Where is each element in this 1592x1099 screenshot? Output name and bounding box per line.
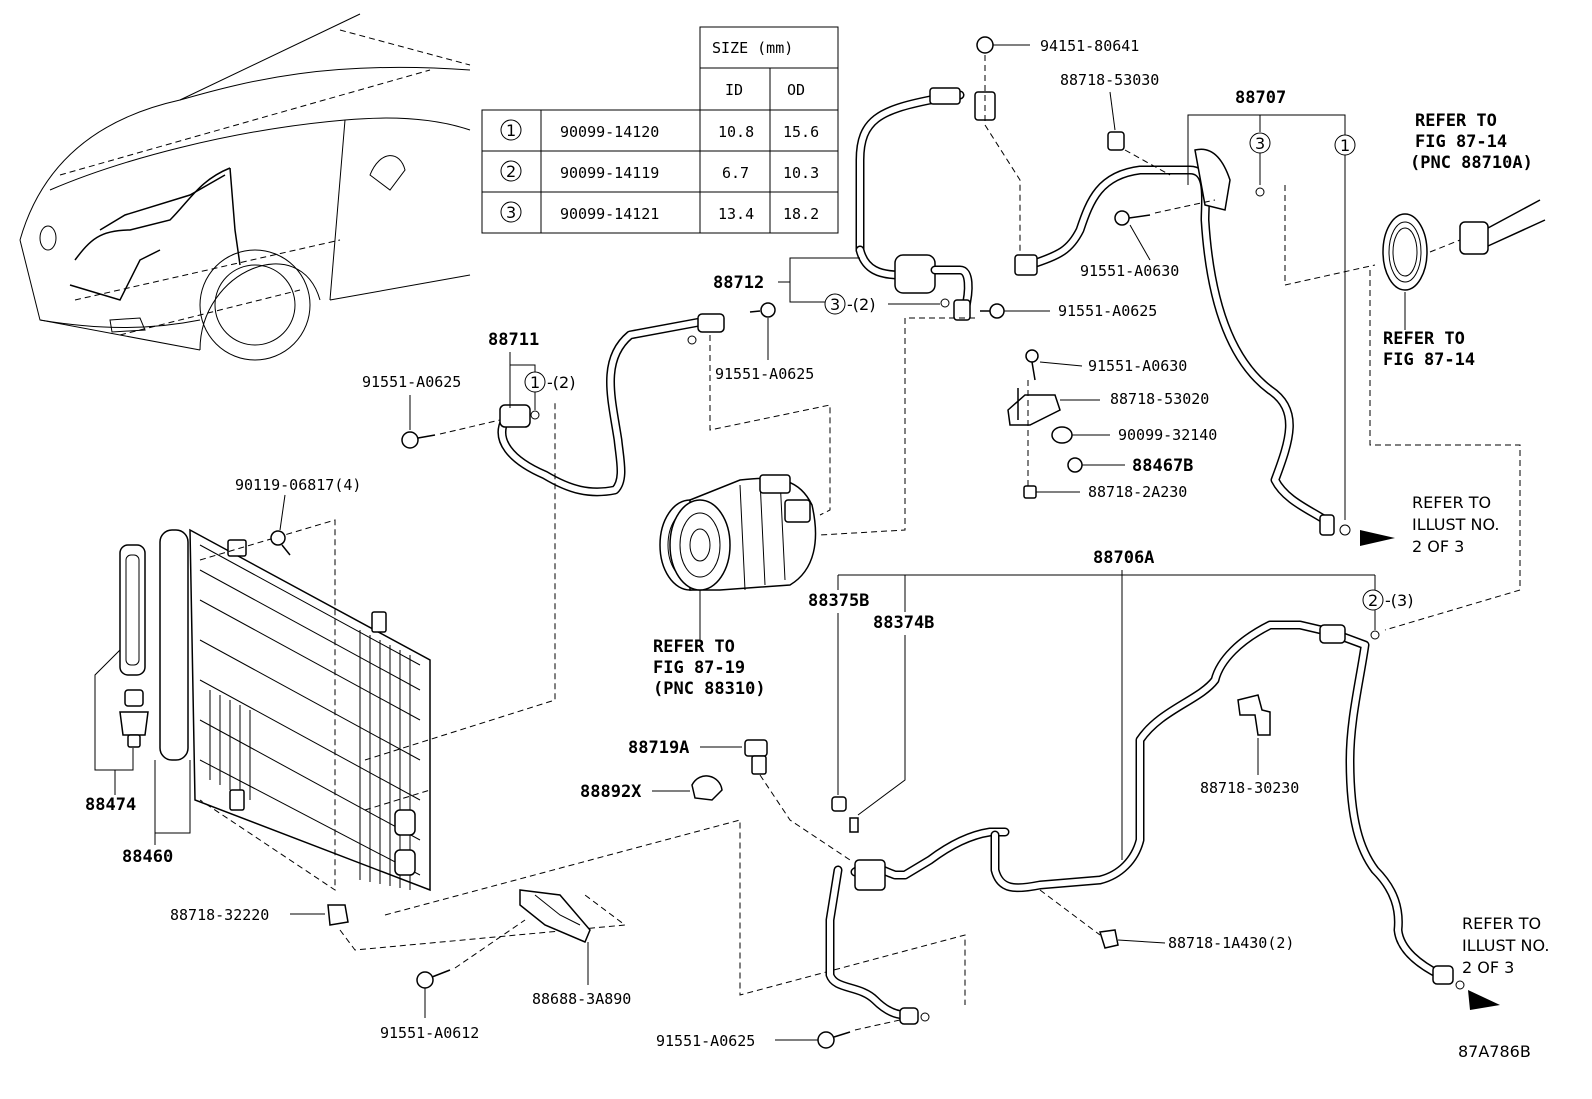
callout-88706a-2-suffix: -(3) bbox=[1385, 591, 1413, 610]
part-label-91551-a0630-mid[interactable]: 91551-A0630 bbox=[1088, 357, 1187, 375]
part-label-88718-2a230[interactable]: 88718-2A230 bbox=[1088, 483, 1187, 501]
table-row-1-od: 15.6 bbox=[783, 123, 819, 141]
table-row-2-od: 10.3 bbox=[783, 164, 819, 182]
table-row-1-mark: 1 bbox=[506, 121, 516, 140]
callout-88712: 88712 3 -(2) bbox=[713, 257, 940, 315]
refer-fig8714-b-line1: REFER TO bbox=[1383, 329, 1465, 349]
refer-fig-87-14-group: REFER TO FIG 87-14 (PNC 88710A) REFER TO… bbox=[1369, 111, 1546, 631]
clip-88718-32220: 88718-32220 bbox=[170, 894, 627, 951]
clip-88718-30230: 88718-30230 bbox=[1200, 694, 1299, 797]
part-label-88711[interactable]: 88711 bbox=[488, 330, 539, 350]
part-label-88712[interactable]: 88712 bbox=[713, 273, 764, 293]
callout-88706a: 88706A 2 -(3) 88375B 88374B bbox=[808, 548, 1413, 860]
part-label-88719a[interactable]: 88719A bbox=[628, 738, 689, 758]
refer-illust-a-line1: REFER TO bbox=[1412, 493, 1491, 512]
bracket-88688-3a890: 88688-3A890 bbox=[519, 889, 631, 1008]
part-label-91551-a0625-comp[interactable]: 91551-A0625 bbox=[715, 365, 814, 383]
clip-88718-1a430: 88718-1A430(2) bbox=[1039, 889, 1294, 952]
refer-fig8719-line2: FIG 87-19 bbox=[653, 658, 745, 678]
part-label-94151-80641[interactable]: 94151-80641 bbox=[1040, 37, 1139, 55]
table-row-3-mark: 3 bbox=[506, 203, 516, 222]
refer-illust-a-line2: ILLUST NO. bbox=[1412, 515, 1499, 534]
hose-88707-illustration bbox=[1014, 148, 1395, 546]
bolt-94151-80641: 94151-80641 bbox=[976, 36, 1139, 270]
part-label-88374b[interactable]: 88374B bbox=[873, 613, 934, 633]
refer-illust-b-line2: ILLUST NO. bbox=[1462, 936, 1549, 955]
refer-fig8719-line1: REFER TO bbox=[653, 637, 735, 657]
pressure-switch-88719a: 88719A 88892X bbox=[580, 738, 851, 861]
callout-88711-1-suffix: -(2) bbox=[547, 373, 575, 392]
callout-88712-3: 3 bbox=[830, 295, 840, 314]
compressor-illustration: REFER TO FIG 87-19 (PNC 88310) bbox=[653, 474, 817, 699]
part-label-90099-32140[interactable]: 90099-32140 bbox=[1118, 426, 1217, 444]
refer-illust-b: REFER TO ILLUST NO. 2 OF 3 bbox=[1462, 914, 1549, 977]
table-row-1-part: 90099-14120 bbox=[560, 123, 659, 141]
condenser-illustration bbox=[119, 400, 966, 1005]
clip-88718-53030: 88718-53030 bbox=[1060, 71, 1171, 176]
vehicle-locator-illustration bbox=[19, 13, 471, 361]
part-label-88375b[interactable]: 88375B bbox=[808, 591, 869, 611]
table-row-3-id: 13.4 bbox=[718, 205, 754, 223]
refer-illust-b-line1: REFER TO bbox=[1462, 914, 1541, 933]
callout-88707: 88707 3 1 bbox=[1187, 88, 1356, 520]
refer-illust-b-line3: 2 OF 3 bbox=[1462, 958, 1514, 977]
bracket-88467b-group: 91551-A0630 88718-53020 90099-32140 8846… bbox=[1007, 349, 1217, 501]
bolt-91551-a0625-bottom: 91551-A0625 bbox=[656, 1019, 901, 1050]
hose-88706a-illustration bbox=[825, 620, 1500, 1025]
table-size-header: SIZE (mm) bbox=[712, 39, 793, 57]
table-row-2-part: 90099-14119 bbox=[560, 164, 659, 182]
refer-illust-a: REFER TO ILLUST NO. 2 OF 3 bbox=[1412, 493, 1499, 556]
table-row-1-id: 10.8 bbox=[718, 123, 754, 141]
table-col-id: ID bbox=[725, 81, 743, 99]
callout-88460: 90119-06817(4) 88474 88460 bbox=[85, 476, 361, 867]
diagram-code: 87A786B bbox=[1458, 1042, 1531, 1061]
part-label-88718-1a430[interactable]: 88718-1A430(2) bbox=[1168, 934, 1294, 952]
hose-size-table: SIZE (mm) ID OD 1 90099-14120 10.8 15.6 … bbox=[481, 26, 839, 234]
table-row-3-od: 18.2 bbox=[783, 205, 819, 223]
callout-88707-1: 1 bbox=[1340, 136, 1350, 155]
part-label-88718-53030[interactable]: 88718-53030 bbox=[1060, 71, 1159, 89]
refer-illust-a-line3: 2 OF 3 bbox=[1412, 537, 1464, 556]
refer-fig8714-a-line1: REFER TO bbox=[1415, 111, 1497, 131]
bolt-91551-a0625-compressor: 91551-A0625 bbox=[709, 302, 831, 516]
part-label-88688-3a890[interactable]: 88688-3A890 bbox=[532, 990, 631, 1008]
table-row-2-mark: 2 bbox=[506, 162, 516, 181]
callout-88706a-2: 2 bbox=[1368, 591, 1378, 610]
refer-fig8714-a-line3: (PNC 88710A) bbox=[1410, 153, 1533, 173]
callout-88711-1: 1 bbox=[530, 373, 540, 392]
bolt-91551-a0630-top: 91551-A0630 bbox=[1080, 185, 1376, 286]
part-label-91551-a0630-top[interactable]: 91551-A0630 bbox=[1080, 262, 1179, 280]
callout-88711: 88711 1 -(2) bbox=[488, 330, 575, 410]
part-label-88718-30230[interactable]: 88718-30230 bbox=[1200, 779, 1299, 797]
part-label-88718-53020[interactable]: 88718-53020 bbox=[1110, 390, 1209, 408]
table-col-od: OD bbox=[787, 81, 805, 99]
callout-88712-3-suffix: -(2) bbox=[847, 295, 875, 314]
part-label-88467b[interactable]: 88467B bbox=[1132, 456, 1193, 476]
refer-fig8714-a-line2: FIG 87-14 bbox=[1415, 132, 1507, 152]
callout-88707-3: 3 bbox=[1255, 134, 1265, 153]
part-label-88474[interactable]: 88474 bbox=[85, 795, 136, 815]
part-label-90119-06817[interactable]: 90119-06817(4) bbox=[235, 476, 361, 494]
part-label-88718-32220[interactable]: 88718-32220 bbox=[170, 906, 269, 924]
part-label-88892x[interactable]: 88892X bbox=[580, 782, 642, 802]
refer-fig8714-b-line2: FIG 87-14 bbox=[1383, 350, 1475, 370]
bolt-91551-a0625-left: 91551-A0625 bbox=[362, 373, 501, 449]
part-label-88707[interactable]: 88707 bbox=[1235, 88, 1286, 108]
hose-88711-illustration bbox=[497, 313, 725, 497]
part-label-91551-a0625-top[interactable]: 91551-A0625 bbox=[1058, 302, 1157, 320]
bolt-91551-a0612: 91551-A0612 bbox=[380, 919, 526, 1042]
table-row-3-part: 90099-14121 bbox=[560, 205, 659, 223]
bolt-91551-a0625-top: 91551-A0625 bbox=[819, 302, 1157, 536]
part-label-91551-a0625-bot[interactable]: 91551-A0625 bbox=[656, 1032, 755, 1050]
part-label-91551-a0625-left[interactable]: 91551-A0625 bbox=[362, 373, 461, 391]
table-row-2-id: 6.7 bbox=[722, 164, 749, 182]
part-label-91551-a0612[interactable]: 91551-A0612 bbox=[380, 1024, 479, 1042]
part-label-88460[interactable]: 88460 bbox=[122, 847, 173, 867]
hose-88712-illustration bbox=[855, 87, 996, 321]
part-label-88706a[interactable]: 88706A bbox=[1093, 548, 1154, 568]
refer-fig8719-line3: (PNC 88310) bbox=[653, 679, 766, 699]
